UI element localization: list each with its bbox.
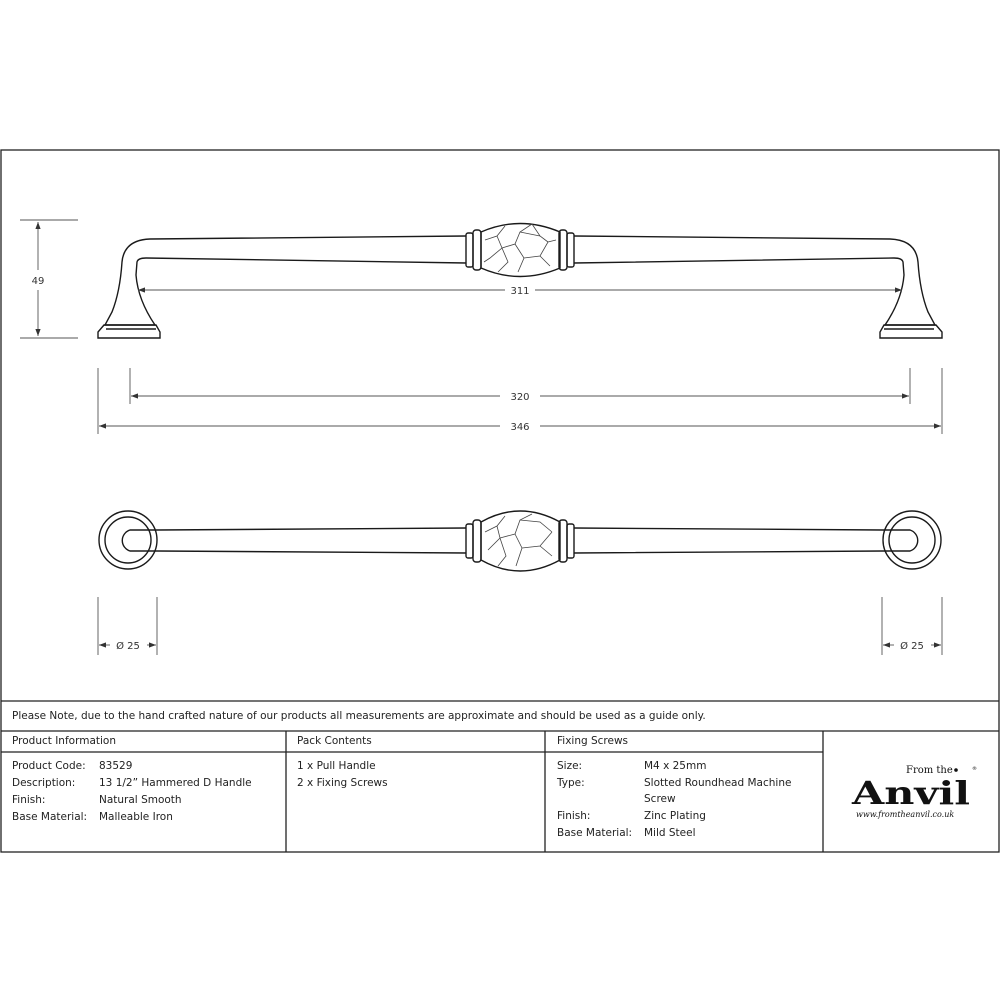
value: Screw	[644, 793, 676, 805]
dim-centres: 320	[510, 392, 529, 403]
dim-rose-right: Ø 25	[900, 640, 924, 652]
value: M4 x 25mm	[644, 760, 707, 772]
label: Finish:	[12, 794, 46, 806]
sheet-frame	[0, 149, 1000, 853]
dim-height: 49	[32, 276, 45, 287]
pack-item: 1 x Pull Handle	[297, 760, 376, 772]
label: Product Code:	[12, 760, 86, 772]
logo-url: www.fromtheanvil.co.uk	[856, 810, 954, 819]
label: Description:	[12, 777, 76, 789]
handle-side-view	[97, 222, 943, 339]
label: Finish:	[557, 810, 591, 822]
logo-small-text: From the	[906, 765, 953, 776]
label: Type:	[557, 777, 585, 789]
dim-overall: 346	[510, 422, 529, 433]
value: Malleable Iron	[99, 811, 173, 823]
value: 83529	[99, 760, 133, 772]
value: Mild Steel	[644, 827, 696, 839]
logo-big-text: Anvil	[851, 774, 970, 812]
value: Slotted Roundhead Machine	[644, 777, 792, 789]
pack-item: 2 x Fixing Screws	[297, 777, 388, 789]
dim-rose-left: Ø 25	[116, 640, 140, 652]
measurement-note: Please Note, due to the hand crafted nat…	[12, 710, 706, 722]
hammered-texture	[483, 223, 557, 273]
dimension-lines	[20, 219, 943, 655]
value: Natural Smooth	[99, 794, 182, 806]
label: Base Material:	[557, 827, 633, 839]
from-the-anvil-logo: From the ® Anvil www.fromtheanvil.co.uk	[850, 762, 980, 822]
pack-contents-heading: Pack Contents	[297, 735, 372, 747]
product-info-heading: Product Information	[12, 735, 116, 747]
value: 13 1/2” Hammered D Handle	[99, 777, 252, 789]
label: Base Material:	[12, 811, 88, 823]
label: Size:	[557, 760, 583, 772]
value: Zinc Plating	[644, 810, 706, 822]
handle-top-view	[98, 510, 942, 572]
fixing-screws-heading: Fixing Screws	[557, 735, 629, 747]
dim-inner-span: 311	[510, 286, 529, 297]
logo-reg-mark: ®	[972, 765, 977, 772]
